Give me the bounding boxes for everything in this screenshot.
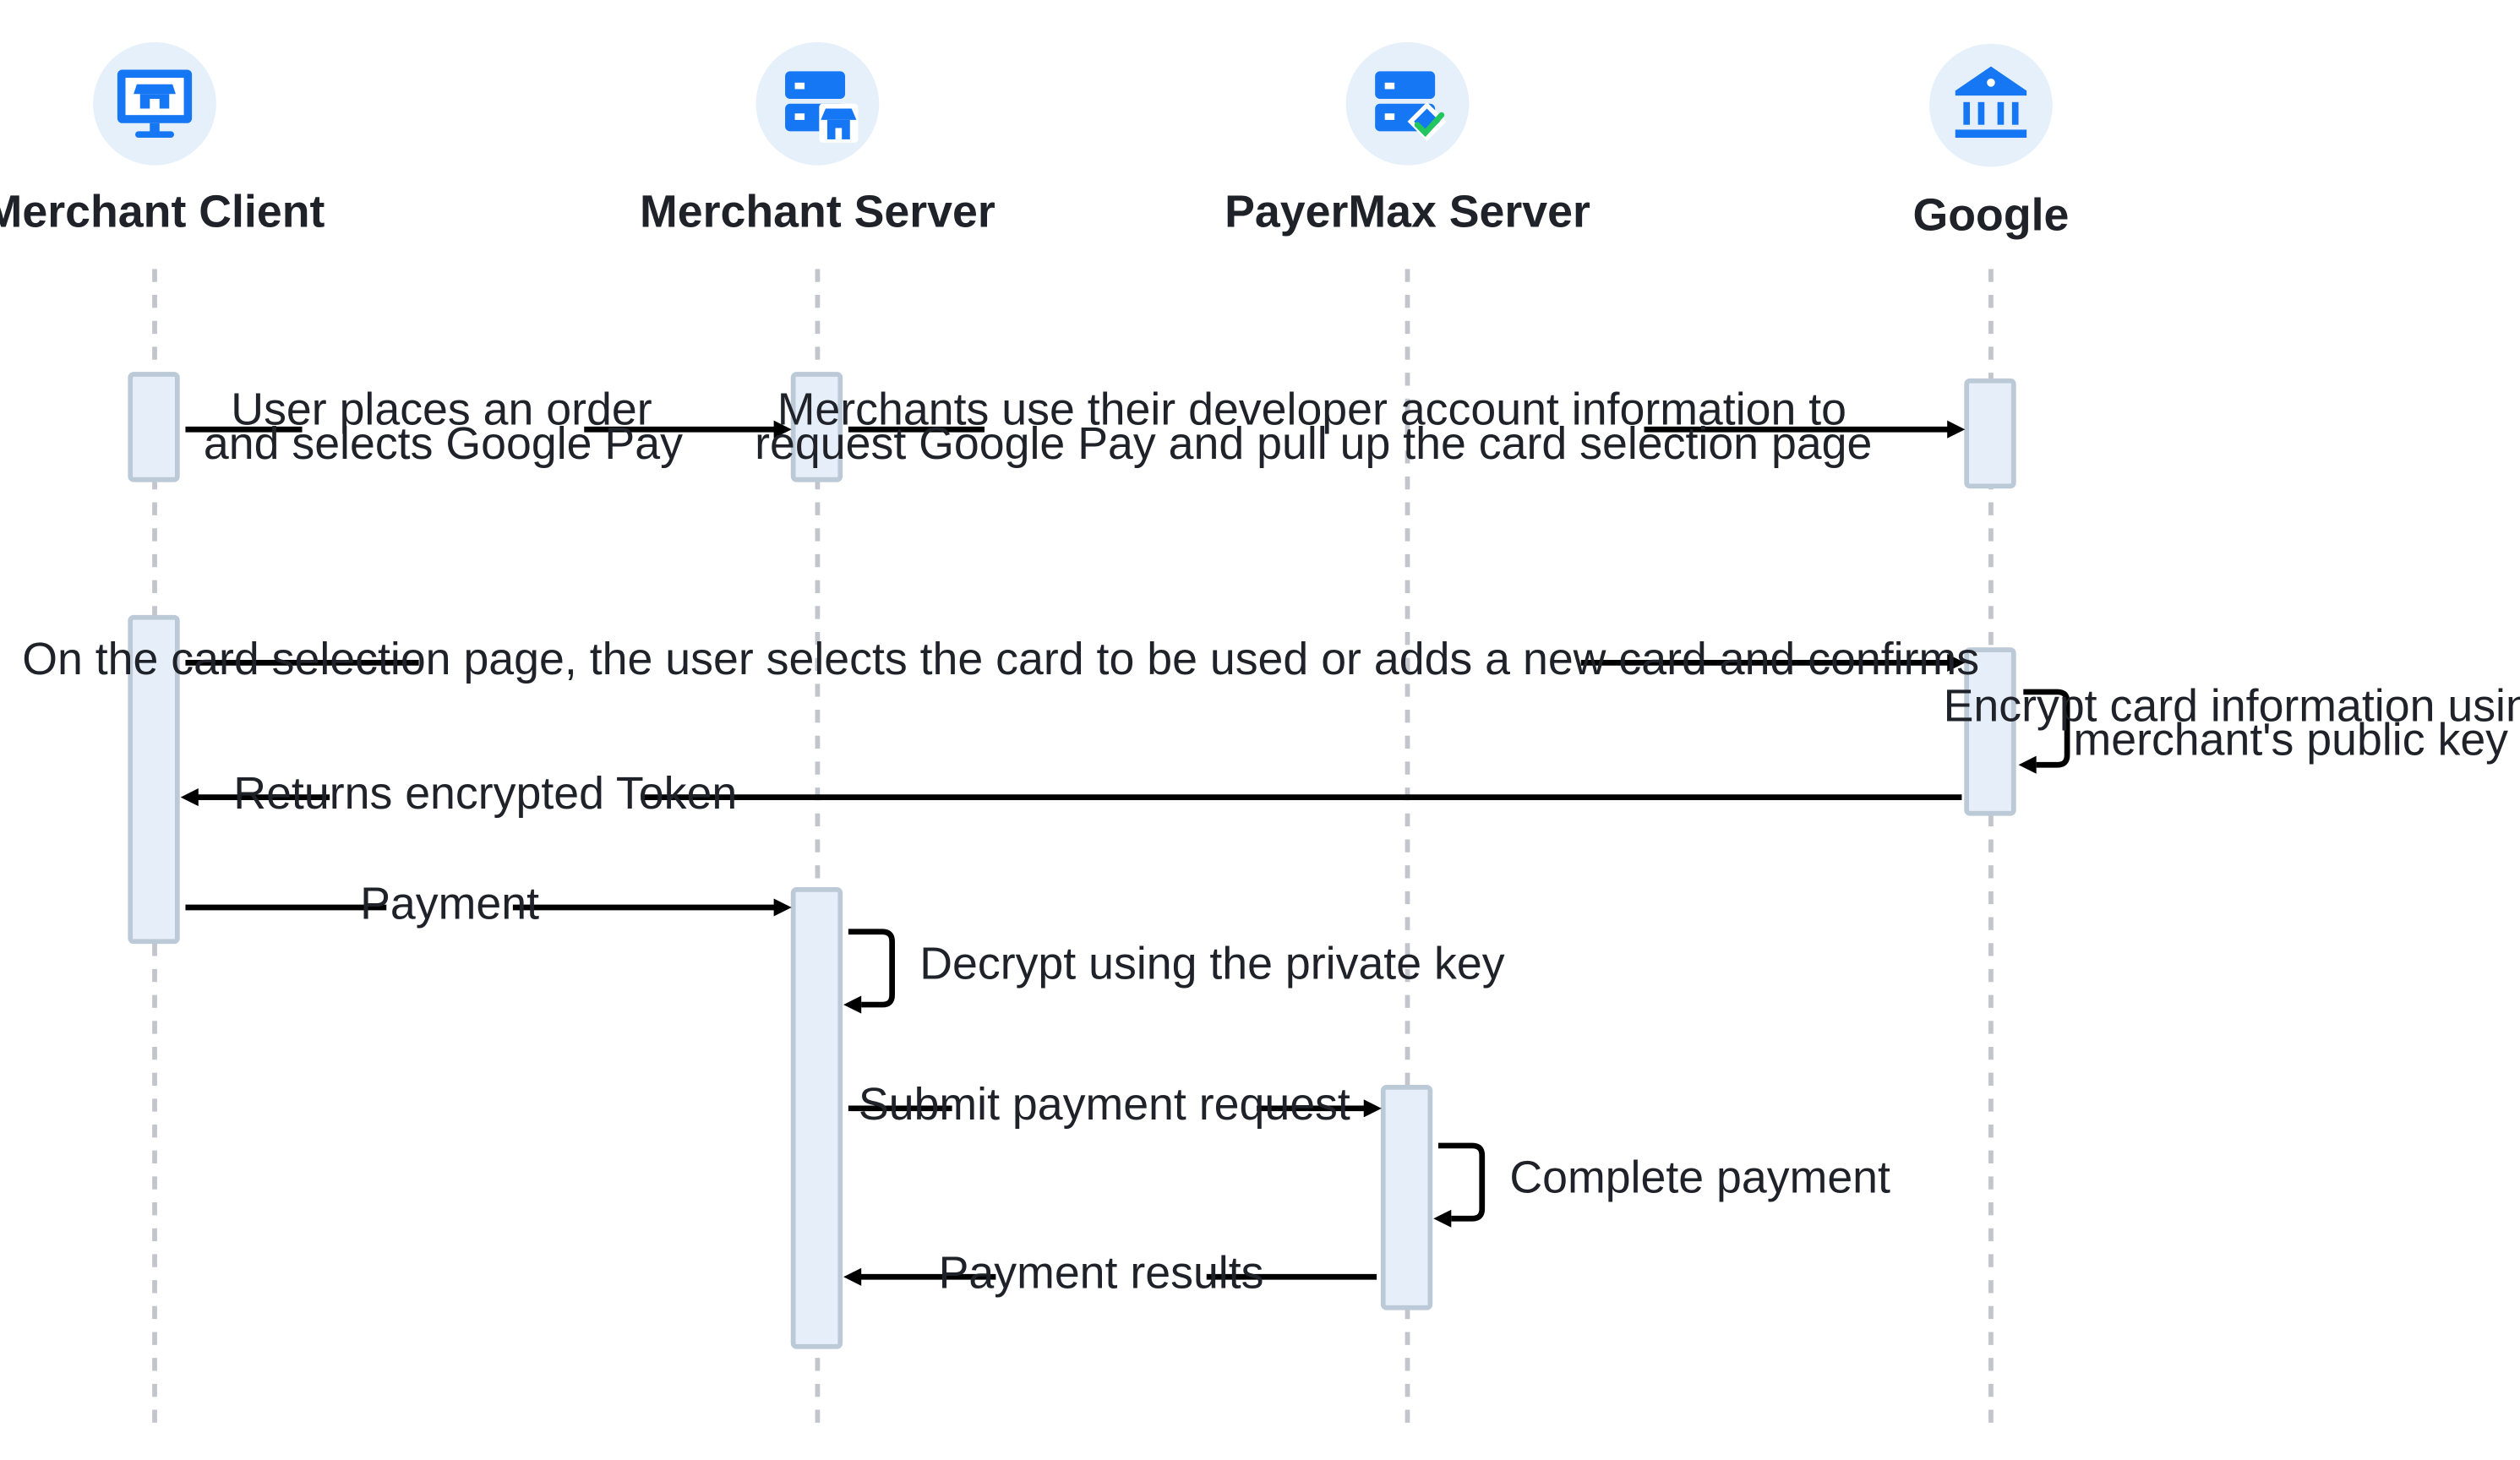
- message-label: Complete payment: [1509, 1152, 1890, 1203]
- message-label: On the card selection page, the user sel…: [22, 634, 1979, 684]
- activation-box: [790, 887, 843, 1349]
- message-label: User places an order: [231, 384, 652, 434]
- message-label: merchant's public key: [2073, 715, 2508, 765]
- self-message-arrow: [843, 929, 895, 1014]
- message-label: Payment: [360, 878, 539, 929]
- message-arrow: [180, 788, 1962, 807]
- message-arrow: [185, 420, 792, 439]
- merchant-server-icon: [755, 41, 880, 166]
- message-label: Payment results: [939, 1248, 1264, 1299]
- message-label: Decrypt using the private key: [919, 938, 1504, 989]
- activation-box: [790, 372, 843, 482]
- message-label: and selects Google Pay: [204, 418, 683, 469]
- message-label: request Google Pay and pull up the card …: [755, 418, 1872, 469]
- message-label: Encrypt card information using the: [1944, 680, 2520, 731]
- participant-name-merchant-client: Merchant Client: [0, 187, 325, 237]
- message-arrow: [848, 1099, 1382, 1118]
- merchant-client-icon: [93, 41, 216, 166]
- participant-name-payermax-server: PayerMax Server: [1225, 187, 1590, 237]
- bank-icon: [1929, 43, 2053, 167]
- activation-box: [128, 614, 180, 945]
- message-label: Returns encrypted Token: [233, 768, 737, 819]
- payermax-server-icon: [1345, 41, 1470, 166]
- participant-name-merchant-server: Merchant Server: [640, 187, 995, 237]
- message-arrow: [843, 1267, 1377, 1286]
- message-arrow: [185, 653, 1966, 672]
- self-message-arrow: [1433, 1142, 1486, 1228]
- self-message-arrow: [2018, 689, 2070, 774]
- activation-box: [128, 372, 180, 482]
- message-label: Submit payment request: [859, 1079, 1350, 1130]
- activation-box: [1964, 378, 2016, 489]
- message-arrow: [848, 420, 1966, 439]
- activation-box: [1380, 1085, 1433, 1310]
- participant-name-google: Google: [1912, 189, 2069, 240]
- message-label: Merchants use their developer account in…: [777, 384, 1846, 434]
- activation-box: [1964, 647, 2016, 816]
- message-arrow: [185, 898, 792, 917]
